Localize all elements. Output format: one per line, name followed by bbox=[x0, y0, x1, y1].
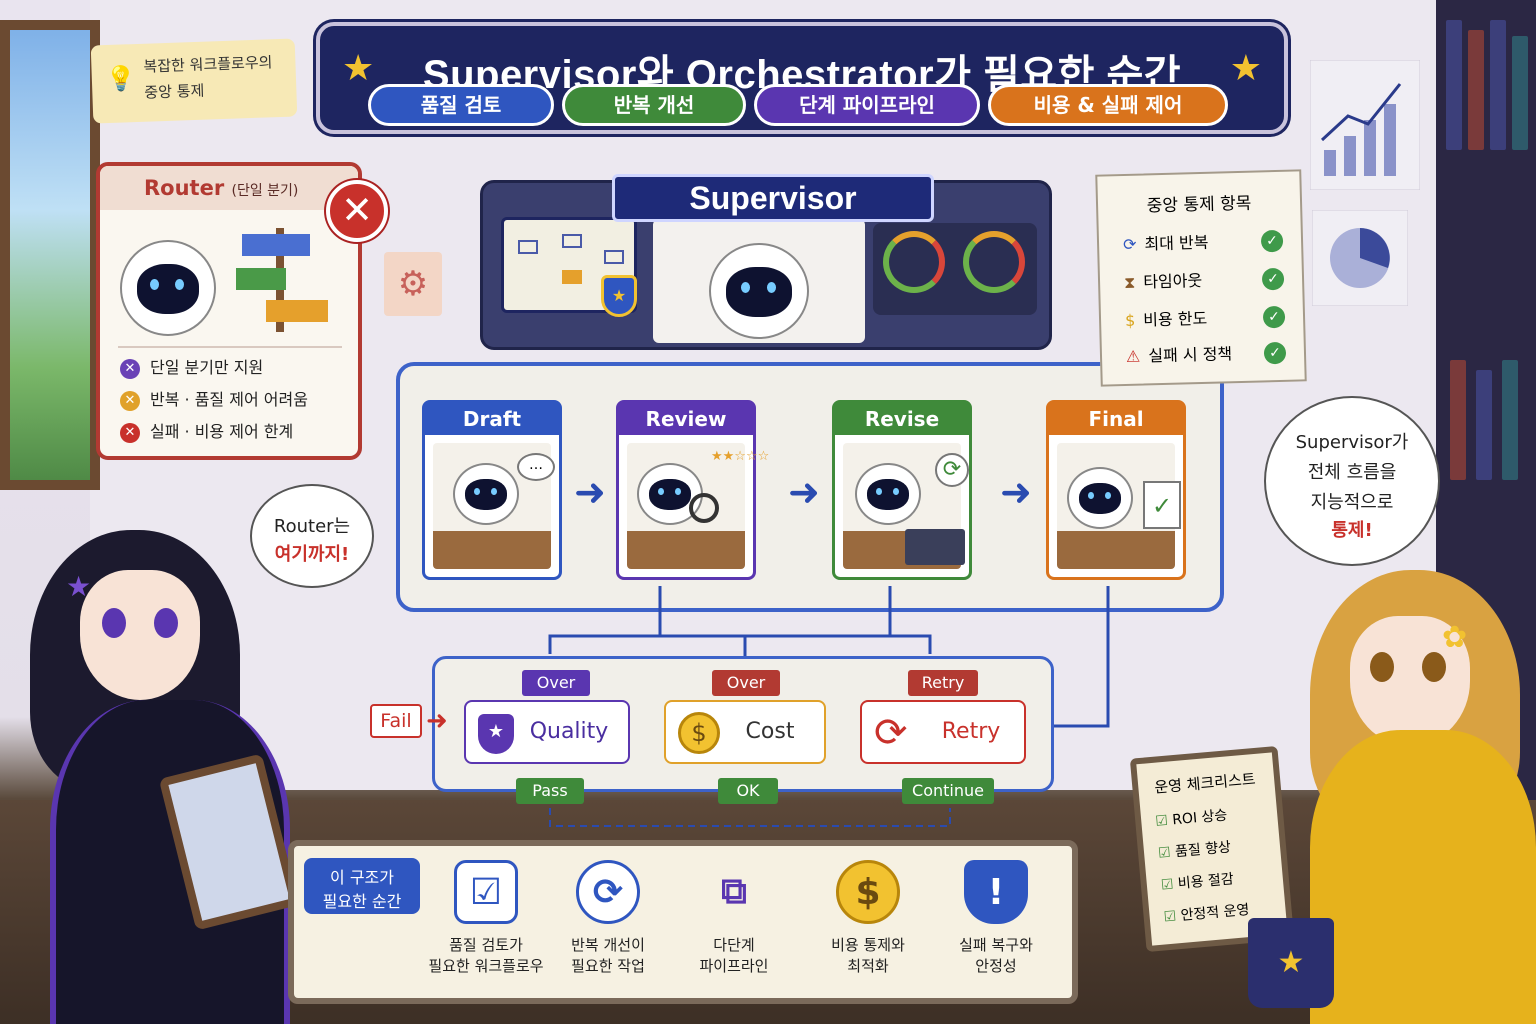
girl-left-character: ★ bbox=[10, 500, 320, 1024]
tag-continue: Continue bbox=[902, 778, 994, 804]
ops-item: ☑ 안정적 운영 bbox=[1163, 902, 1251, 926]
arrow-right-icon: ➜ bbox=[574, 470, 606, 514]
pie-chart-poster bbox=[1312, 210, 1408, 306]
warning-icon: ⚠ bbox=[1125, 346, 1141, 366]
central-item: $비용 한도✓ bbox=[1125, 304, 1286, 334]
step-label: Final bbox=[1049, 403, 1183, 435]
gauges bbox=[873, 223, 1037, 315]
central-control-card: 중앙 통제 항목 ⟳최대 반복✓ ⧗타임아웃✓ $비용 한도✓ ⚠실패 시 정책… bbox=[1095, 169, 1307, 387]
dollar-coin-icon: $ bbox=[678, 712, 720, 754]
hourglass-icon: ⧗ bbox=[1123, 272, 1136, 293]
star-icon: ★ bbox=[342, 48, 375, 89]
supervisor-robot bbox=[709, 243, 809, 339]
pill-cost-failure-control: 비용 & 실패 제어 bbox=[988, 84, 1228, 126]
tag-pass: Pass bbox=[516, 778, 584, 804]
flower-hairpin-icon: ✿ bbox=[1442, 620, 1468, 655]
speech-icon: … bbox=[517, 453, 555, 481]
tag-over-quality: Over bbox=[522, 670, 590, 696]
close-icon: ✕ bbox=[326, 180, 388, 242]
growth-chart-poster bbox=[1310, 60, 1420, 190]
gear-icon: ⚙ bbox=[384, 252, 442, 316]
window bbox=[0, 20, 100, 490]
laptop-icon bbox=[905, 529, 965, 565]
step-draft: Draft … bbox=[422, 400, 562, 580]
refresh-icon: ⟳ bbox=[576, 860, 640, 924]
clipboard-checklist-icon: ☑ bbox=[454, 860, 518, 924]
step-label: Draft bbox=[425, 403, 559, 435]
pill-stage-pipeline: 단계 파이프라인 bbox=[754, 84, 980, 126]
pill-iterative-improvement: 반복 개선 bbox=[562, 84, 746, 126]
router-header: Router (단일 분기) bbox=[100, 166, 358, 210]
pill-quality-review: 품질 검토 bbox=[368, 84, 554, 126]
node-quality: ★ Quality bbox=[464, 700, 630, 764]
step-review: Review ★★☆☆☆ bbox=[616, 400, 769, 580]
retry-cycle-icon: ⟳ bbox=[874, 710, 908, 756]
arrow-right-icon: ➜ bbox=[788, 470, 820, 514]
speech-bubble-right: Supervisor가 전체 흐름을 지능적으로 통제! bbox=[1264, 396, 1440, 566]
fail-label: Fail bbox=[370, 704, 422, 738]
magnifier-icon bbox=[689, 493, 719, 523]
rating-stars-icon: ★★☆☆☆ bbox=[711, 449, 770, 464]
step-final: Final ✓ bbox=[1046, 400, 1186, 580]
router-item: ✕실패 · 비용 제어 한계 bbox=[120, 420, 293, 444]
central-title: 중앙 통제 항목 bbox=[1146, 193, 1252, 217]
node-retry: ⟳ Retry bbox=[860, 700, 1026, 764]
dollar-icon: $ bbox=[1124, 310, 1136, 330]
arrow-right-icon: ➜ bbox=[1000, 470, 1032, 514]
lightbulb-icon: 💡 bbox=[105, 64, 137, 94]
shield-alert-icon: ! bbox=[964, 860, 1028, 924]
speech-bubble-left: Router는 여기까지! bbox=[250, 484, 374, 588]
tag-retry: Retry bbox=[908, 670, 978, 696]
step-label: Review bbox=[619, 403, 753, 435]
central-item: ⧗타임아웃✓ bbox=[1124, 266, 1285, 296]
refresh-icon: ⟳ bbox=[935, 453, 969, 487]
supervisor-label: Supervisor bbox=[612, 174, 934, 222]
flow-screen bbox=[501, 217, 637, 313]
supervisor-console: ★ bbox=[480, 180, 1052, 350]
router-card: Router (단일 분기) ✕단일 분기만 지원 ✕반복 · 품질 제어 어려… bbox=[96, 162, 362, 460]
note-line-1: 복잡한 워크플로우의 bbox=[143, 53, 273, 76]
ops-item: ☑ 품질 향상 bbox=[1157, 839, 1232, 862]
node-cost: $ Cost bbox=[664, 700, 826, 764]
ops-item: ☑ ROI 상승 bbox=[1154, 807, 1228, 830]
checked-document-icon: ✓ bbox=[1143, 481, 1181, 529]
sticky-note: 💡 복잡한 워크플로우의 중앙 통제 bbox=[90, 38, 298, 124]
signpost-icon bbox=[236, 228, 328, 332]
ops-title: 운영 체크리스트 bbox=[1153, 769, 1257, 797]
star-hairpin-icon: ★ bbox=[66, 570, 92, 603]
shield-icon: ★ bbox=[601, 275, 637, 317]
girl-right-character: ✿ bbox=[1290, 560, 1536, 1024]
arrow-right-icon: ➜ bbox=[426, 706, 448, 736]
step-label: Revise bbox=[835, 403, 969, 435]
router-robot bbox=[120, 240, 216, 336]
star-icon: ★ bbox=[1229, 48, 1262, 89]
central-item: ⟳최대 반복✓ bbox=[1123, 228, 1284, 258]
router-title: Router bbox=[144, 176, 225, 200]
step-revise: Revise ⟳ bbox=[832, 400, 972, 580]
tag-over-cost: Over bbox=[712, 670, 780, 696]
router-subtitle: (단일 분기) bbox=[231, 183, 299, 199]
ops-item: ☑ 비용 절감 bbox=[1160, 871, 1235, 894]
hierarchy-icon: ⧉ bbox=[721, 871, 747, 912]
note-line-2: 중앙 통제 bbox=[144, 81, 205, 102]
tag-ok: OK bbox=[718, 778, 778, 804]
router-item: ✕반복 · 품질 제어 어려움 bbox=[120, 388, 308, 412]
dollar-coin-icon: $ bbox=[836, 860, 900, 924]
loop-icon: ⟳ bbox=[1122, 234, 1137, 255]
shield-icon: ★ bbox=[478, 714, 514, 754]
router-item: ✕단일 분기만 지원 bbox=[120, 356, 263, 380]
central-item: ⚠실패 시 정책✓ bbox=[1126, 340, 1287, 370]
mug-icon: ★ bbox=[1248, 918, 1334, 1008]
